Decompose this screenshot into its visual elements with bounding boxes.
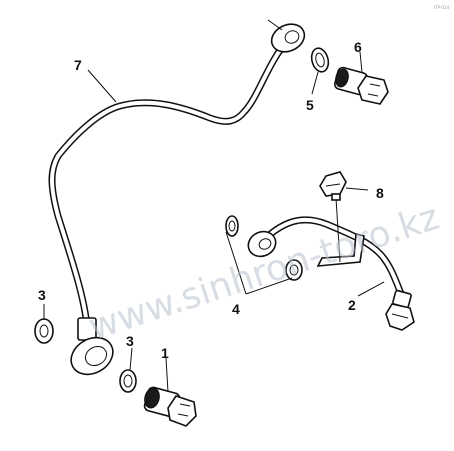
washer-5 bbox=[310, 47, 330, 73]
bolt-8 bbox=[319, 171, 347, 201]
corner-reference: ITP-014 bbox=[434, 5, 449, 10]
washer-3-left bbox=[34, 318, 54, 344]
banjo-fitting-pipe-2 bbox=[247, 230, 277, 258]
washer-3-right bbox=[119, 369, 137, 393]
banjo-bolt-6 bbox=[333, 66, 389, 105]
banjo-fitting-bottom bbox=[70, 336, 114, 376]
banjo-bolt-1 bbox=[143, 386, 197, 427]
callout-2: 2 bbox=[348, 297, 356, 313]
callout-4: 4 bbox=[232, 301, 240, 317]
washer-4-upper bbox=[225, 215, 239, 237]
banjo-fitting-top bbox=[270, 23, 306, 53]
callout-3-right: 3 bbox=[126, 333, 134, 349]
callout-3-left: 3 bbox=[38, 287, 46, 303]
callout-1: 1 bbox=[161, 345, 169, 361]
clamp-bracket bbox=[316, 197, 365, 267]
callout-5: 5 bbox=[306, 97, 314, 113]
fuel-pipe-7 bbox=[48, 36, 292, 341]
callout-7: 7 bbox=[74, 57, 82, 73]
leader-lines bbox=[43, 19, 385, 393]
washer-4-lower bbox=[285, 259, 303, 281]
callout-8: 8 bbox=[376, 185, 384, 201]
callout-6: 6 bbox=[354, 39, 362, 55]
